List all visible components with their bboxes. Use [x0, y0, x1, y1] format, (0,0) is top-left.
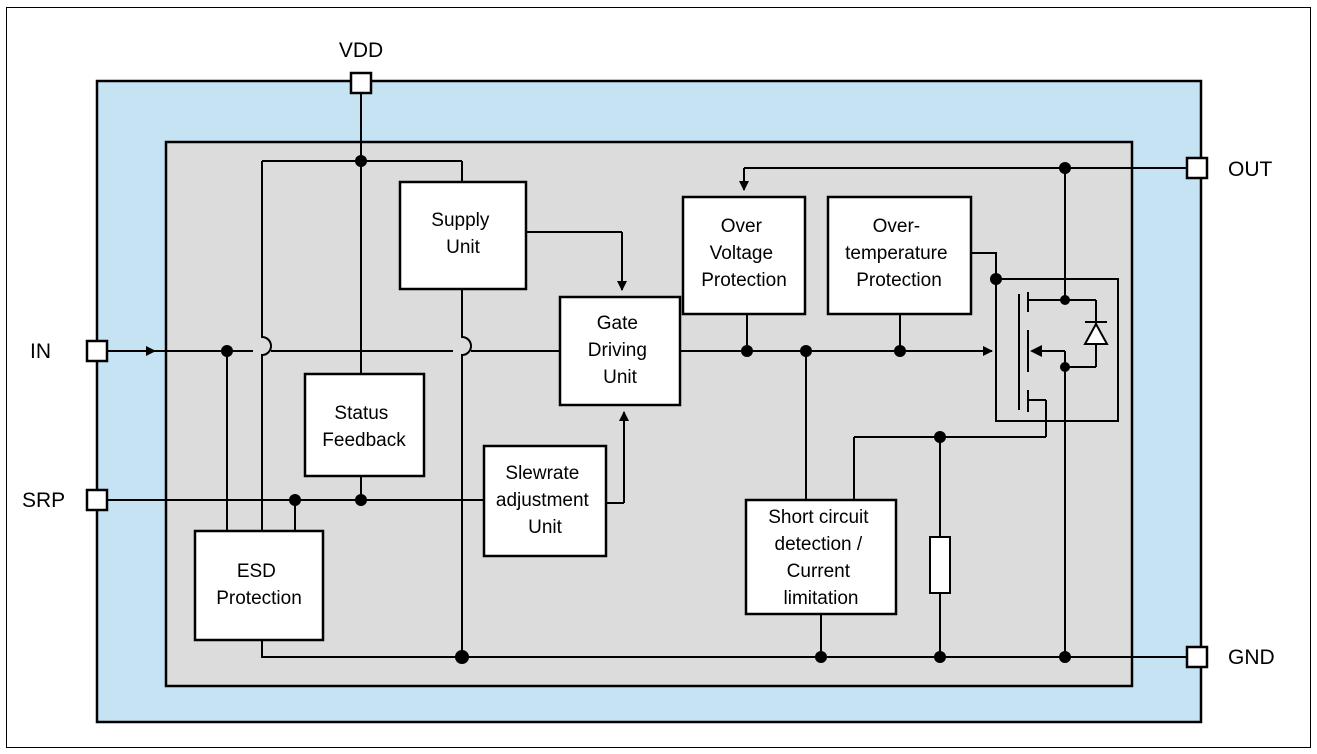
diode-icon — [1083, 321, 1109, 345]
mosfet-arrow — [1030, 345, 1042, 357]
gnd-label: GND — [1228, 646, 1275, 669]
over-voltage-protection-block — [681, 195, 807, 316]
gate-driving-unit-block — [558, 295, 682, 407]
out-pin — [1185, 156, 1209, 180]
over-temperature-protection-block — [826, 195, 973, 316]
out-label: OUT — [1228, 158, 1273, 181]
slewrate-adjustment-block — [482, 444, 608, 558]
gate-driving-unit-label: Gate Driving Unit — [588, 313, 652, 388]
srp-label: SRP — [22, 489, 65, 512]
gnd-pin — [1185, 645, 1209, 669]
supply-unit-block — [398, 180, 528, 291]
esd-protection-block — [193, 529, 325, 642]
srp-pin — [85, 488, 109, 512]
short-circuit-label: Short circuit detection / Current limita… — [768, 507, 874, 609]
in-label: IN — [30, 340, 51, 363]
junction-dots — [221, 155, 1071, 664]
vdd-label: VDD — [339, 39, 383, 62]
esd-protection-label: ESD Protection — [216, 561, 302, 609]
sense-resistor — [929, 536, 951, 594]
slewrate-adjustment-label: Slewrate adjustment Unit — [496, 463, 594, 538]
over-voltage-protection-label: Over Voltage Protection — [701, 216, 787, 291]
vdd-pin — [349, 71, 373, 95]
figure-frame — [6, 7, 1311, 748]
supply-unit-label: Supply Unit — [431, 210, 494, 258]
status-feedback-block — [303, 372, 426, 478]
over-temperature-protection-label: Over- temperature Protection — [845, 216, 953, 291]
in-pin — [85, 339, 109, 363]
short-circuit-block — [744, 498, 898, 616]
status-feedback-label: Status Feedback — [322, 403, 406, 451]
